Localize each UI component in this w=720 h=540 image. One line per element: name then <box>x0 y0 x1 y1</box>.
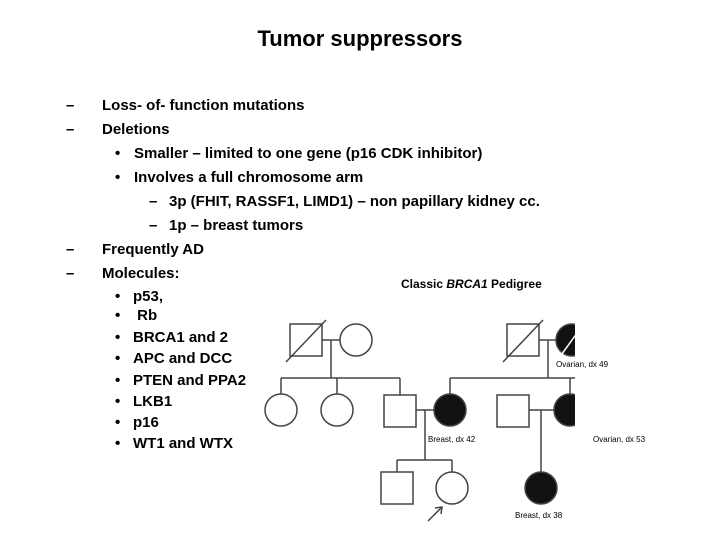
bullet-marker: • <box>115 435 121 452</box>
deceased-slash <box>558 334 575 359</box>
bullet-marker: • <box>115 350 121 367</box>
bullet-text: Involves a full chromosome arm <box>134 169 364 186</box>
bullet-loss-of-function: – Loss- of- function mutations <box>66 97 304 115</box>
label-ovarian-49: Ovarian, dx 49 <box>556 360 609 369</box>
bullet-frequently-ad: – Frequently AD <box>66 241 204 259</box>
proband-female-symbol <box>435 471 469 505</box>
deceased-slash <box>285 319 327 363</box>
proband-arrowhead <box>434 506 443 515</box>
dash-marker: – <box>149 217 158 234</box>
bullet-marker: • <box>115 414 121 431</box>
male-symbol <box>496 394 530 428</box>
female-symbol <box>264 393 298 427</box>
molecule-text: APC and DCC <box>133 350 233 367</box>
bullet-text: Frequently AD <box>102 241 204 258</box>
molecule-item: • Rb <box>115 307 157 325</box>
molecule-text: WT1 and WTX <box>133 435 233 452</box>
label-ovarian-53: Ovarian, dx 53 <box>593 435 646 444</box>
male-symbol <box>383 394 417 428</box>
molecule-item: • LKB1 <box>115 393 172 411</box>
bullet-text: Molecules: <box>102 265 180 282</box>
proband-arrow <box>427 506 443 522</box>
bullet-marker: • <box>115 393 121 410</box>
molecule-item: • WT1 and WTX <box>115 435 233 453</box>
affected-female-symbol <box>553 393 575 427</box>
slide-title: Tumor suppressors <box>257 26 463 51</box>
pedigree-title: Classic BRCA1 Pedigree <box>401 277 542 291</box>
molecule-text: p16 <box>133 414 159 431</box>
bullet-marker: • <box>115 145 121 162</box>
dash-marker: – <box>66 241 75 258</box>
molecule-text: LKB1 <box>133 393 173 410</box>
dash-marker: – <box>66 97 75 114</box>
molecule-text: PTEN and PPA2 <box>133 372 247 389</box>
label-breast-42: Breast, dx 42 <box>428 435 476 444</box>
affected-female-symbol <box>524 471 558 505</box>
female-symbol <box>320 393 354 427</box>
molecule-text: Rb <box>133 307 158 324</box>
bullet-smaller-gene: • Smaller – limited to one gene (p16 CDK … <box>115 145 482 163</box>
molecule-item: • APC and DCC <box>115 350 232 368</box>
molecule-text: p53, <box>133 288 164 305</box>
molecule-item: • p53, <box>115 288 163 306</box>
bullet-marker: • <box>115 288 121 305</box>
bullet-marker: • <box>115 307 121 324</box>
dash-marker: – <box>66 265 75 282</box>
molecule-item: • PTEN and PPA2 <box>115 372 246 390</box>
molecule-text: BRCA1 and 2 <box>133 329 229 346</box>
bullet-deletions: – Deletions <box>66 121 170 139</box>
bullet-text: Loss- of- function mutations <box>102 97 305 114</box>
bullet-3p: –3p (FHIT, RASSF1, LIMD1) – non papillar… <box>149 193 540 211</box>
bullet-text: 3p (FHIT, RASSF1, LIMD1) – non papillary… <box>169 193 540 210</box>
bullet-marker: • <box>115 169 121 186</box>
pedigree-diagram <box>264 319 575 522</box>
bullet-text: 1p – breast tumors <box>169 217 304 234</box>
bullet-1p: –1p – breast tumors <box>149 217 303 235</box>
bullet-text: Smaller – limited to one gene (p16 CDK i… <box>134 145 483 162</box>
bullet-molecules: – Molecules: <box>66 265 180 283</box>
bullet-marker: • <box>115 372 121 389</box>
deceased-slash <box>502 319 544 363</box>
label-breast-38: Breast, dx 38 <box>515 511 563 520</box>
molecule-item: • BRCA1 and 2 <box>115 329 228 347</box>
molecule-item: • p16 <box>115 414 159 432</box>
affected-female-symbol <box>433 393 467 427</box>
bullet-text: Deletions <box>102 121 170 138</box>
male-symbol <box>380 471 414 505</box>
bullet-chromosome-arm: • Involves a full chromosome arm <box>115 169 363 187</box>
bullet-marker: • <box>115 329 121 346</box>
female-symbol <box>339 323 373 357</box>
dash-marker: – <box>149 193 158 210</box>
dash-marker: – <box>66 121 75 138</box>
